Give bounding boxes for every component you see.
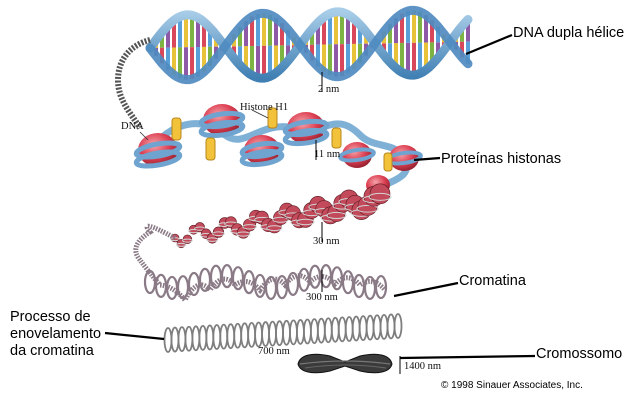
copyright-notice: © 1998 Sinauer Associates, Inc.	[441, 380, 583, 391]
nucleosome	[239, 135, 285, 168]
dna-double-helix-label: DNA dupla hélice	[513, 25, 625, 41]
coiling-process-label: Processo de enovelamento da cromatina	[10, 309, 101, 360]
chromosome	[297, 353, 393, 374]
solenoid-wrap	[194, 226, 206, 231]
coil-turn	[163, 327, 173, 353]
coil-turn	[302, 318, 312, 345]
solenoid-wrap	[176, 242, 187, 247]
scale-30nm: 30 nm	[313, 236, 340, 247]
solenoid-wrap	[356, 204, 379, 213]
coil-turn	[240, 322, 250, 349]
coiling-process-line-3: da cromatina	[10, 343, 94, 359]
coil-turn	[316, 317, 326, 344]
solenoid-wrap	[266, 225, 283, 232]
coil-turn	[170, 326, 180, 353]
coil-turn	[184, 325, 194, 352]
chromatin-loop	[143, 269, 157, 295]
coil-turn	[365, 314, 375, 341]
label-leader-lines	[104, 33, 536, 360]
nucleosome	[198, 104, 246, 139]
coil-turn	[296, 319, 305, 345]
solenoid-30nm-fiber	[143, 183, 392, 301]
coil-turn	[205, 324, 215, 351]
chromatin-loop	[231, 266, 245, 291]
coil-turn	[337, 316, 347, 343]
chromosome-label: Cromossomo	[536, 346, 623, 362]
chromatin-300nm-loops	[133, 223, 387, 305]
nucleosomes	[133, 104, 423, 195]
solenoid-wrap	[236, 231, 251, 237]
coil-turn	[226, 323, 236, 350]
solenoid-wrap	[296, 218, 315, 226]
coil-turn	[309, 318, 319, 344]
coil-turn	[268, 320, 277, 347]
chromatin-loop	[198, 267, 212, 292]
nucleosome	[133, 133, 183, 169]
coil-turn	[323, 317, 333, 344]
annotation-lines	[139, 109, 269, 141]
chromatin-label: Cromatina	[459, 273, 526, 289]
scale-11nm: 11 nm	[314, 149, 341, 160]
coil-turn	[219, 323, 229, 350]
dna-thread	[114, 37, 151, 130]
dna-annotation: DNA	[121, 121, 144, 132]
chromatin-loop	[341, 270, 355, 295]
nucleosome	[282, 112, 330, 147]
solenoid-wrap	[182, 238, 193, 243]
coil-turn	[212, 324, 222, 350]
dna-backbone-strand-a	[145, 7, 473, 83]
scale-700nm: 700 nm	[258, 346, 290, 357]
histone-h1-annotation: Histone H1	[240, 102, 289, 113]
coil-turn	[247, 322, 257, 348]
chromatin-loop	[176, 275, 190, 300]
solenoid-wrap	[326, 211, 347, 220]
scale-2nm: 2 nm	[318, 84, 340, 95]
chromatin-loop	[275, 275, 289, 300]
coil-turn	[344, 316, 354, 342]
chromatin-loop	[374, 274, 388, 300]
scale-markers	[315, 72, 401, 374]
coil-turn	[372, 314, 382, 341]
coil-turn	[191, 325, 201, 352]
coil-turn	[289, 319, 298, 346]
coil-turn	[254, 321, 264, 348]
solenoid-wrap	[242, 224, 257, 230]
coil-turn	[233, 322, 243, 349]
coil-turn	[261, 321, 270, 347]
coil-turn	[393, 313, 403, 339]
coiling-process-line-1: Processo de	[10, 309, 91, 325]
coil-turn	[282, 319, 291, 346]
dna-backbone-strand-b	[145, 5, 473, 85]
solenoid-wrap	[206, 237, 219, 242]
solenoid-wrap	[368, 192, 392, 201]
solenoid-wrap	[212, 231, 225, 237]
coil-turn	[351, 315, 361, 342]
coil-turn	[386, 313, 396, 340]
coil-turn	[177, 326, 187, 353]
chromatin-700nm-coil	[163, 313, 403, 353]
coiling-process-line-2: enovelamento	[10, 326, 102, 342]
coil-turn	[275, 320, 284, 347]
scale-1400nm: 1400 nm	[404, 361, 442, 372]
nucleosome	[338, 142, 376, 168]
chromatin-loop	[297, 267, 311, 292]
coil-turn	[198, 324, 208, 351]
coil-turn	[330, 316, 340, 343]
solenoid-wrap	[272, 216, 289, 223]
histone-proteins-label: Proteínas histonas	[441, 151, 562, 167]
scale-300nm: 300 nm	[306, 292, 338, 303]
coil-turn	[379, 313, 389, 340]
coil-turn	[358, 315, 368, 342]
